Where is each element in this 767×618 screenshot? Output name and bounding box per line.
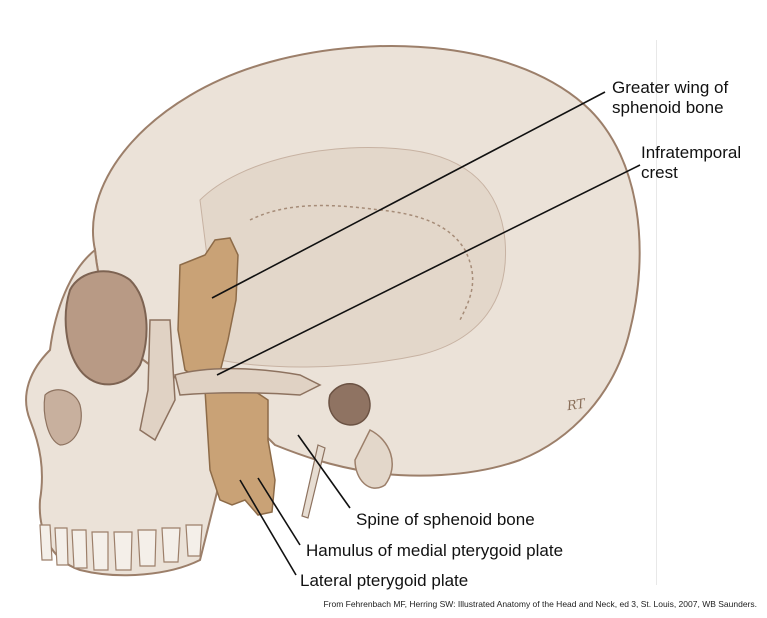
external-acoustic-meatus (328, 383, 371, 426)
label-greater-wing: Greater wing of sphenoid bone (612, 78, 728, 118)
zygomatic-bone (139, 319, 176, 442)
leader-lateral-plate (239, 479, 297, 576)
leader-greater-wing (211, 91, 606, 299)
label-hamulus: Hamulus of medial pterygoid plate (306, 541, 564, 560)
leader-lines (211, 91, 641, 576)
zygomatic-arch (174, 367, 322, 396)
source-credit: From Fehrenbach MF, Herring SW: Illustra… (323, 599, 757, 609)
leader-infratemporal (216, 164, 641, 376)
temporal-fossa-shading (199, 146, 507, 368)
label-spine-of-sphenoid: Spine of sphenoid bone (356, 510, 535, 529)
leader-hamulus (257, 477, 301, 546)
mastoid-process (354, 428, 393, 489)
label-infratemporal-line1: Infratemporal (641, 143, 742, 162)
nasal-aperture (43, 389, 82, 446)
page-edge-rule (656, 40, 657, 585)
pterygoid-process (204, 387, 276, 516)
label-lateral-pterygoid-plate: Lateral pterygoid plate (300, 571, 469, 590)
label-greater-wing-line1: Greater wing of (612, 78, 729, 97)
artist-signature: RT (566, 396, 587, 415)
teeth (39, 524, 203, 571)
orbit (64, 270, 148, 386)
label-infratemporal-crest: Infratemporal crest (641, 143, 741, 183)
styloid-process (301, 444, 326, 519)
label-greater-wing-line2: sphenoid bone (612, 98, 724, 117)
greater-wing-of-sphenoid (177, 237, 239, 381)
label-infratemporal-line2: crest (641, 163, 678, 182)
leader-spine (297, 434, 351, 509)
